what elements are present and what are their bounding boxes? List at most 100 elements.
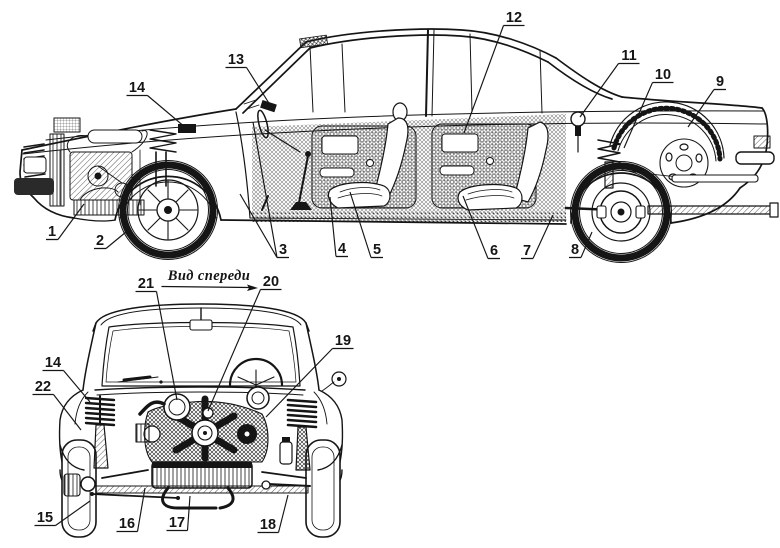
steering-column (264, 129, 301, 153)
callout-number-4: 4 (338, 241, 346, 257)
front-wheel (118, 160, 218, 260)
callout-number-3: 3 (279, 242, 287, 258)
leader-line-16 (136, 487, 146, 532)
leader-line-13 (246, 67, 273, 109)
callout-3: 3 (239, 121, 289, 259)
callout-number-7: 7 (523, 243, 531, 259)
rear-seat-cushion (457, 183, 523, 211)
steering-wheel (228, 357, 284, 387)
front-view-callouts: 14 22 21 20 19 15 16 17 18 (32, 274, 354, 534)
callout-22: 22 (32, 379, 82, 431)
callout-7: 7 (521, 214, 554, 260)
front-roof (82, 303, 320, 391)
leader-line-12 (463, 25, 505, 134)
front-bumper (14, 178, 54, 195)
callout-18: 18 (257, 494, 289, 534)
interior-mirror (189, 319, 213, 331)
leader-line-14 (63, 370, 91, 403)
left-strut (93, 424, 109, 469)
left-brake-drum (63, 473, 81, 497)
mirror-detail-circle (321, 371, 347, 392)
leader-line-22 (53, 394, 82, 431)
front-tire (119, 161, 217, 259)
wiper-blade (122, 375, 152, 382)
callout-number-22: 22 (35, 379, 51, 395)
arrow-icon (247, 284, 258, 291)
distributor (202, 407, 214, 419)
callout-number-17: 17 (169, 515, 185, 531)
rear-seat-back (513, 121, 549, 203)
leader-line-7 (532, 214, 554, 259)
floor-carpet (250, 212, 568, 223)
leader-line-11 (579, 63, 619, 118)
leader-line-15 (55, 500, 91, 526)
leader-line-18 (277, 494, 289, 533)
leader-line-9 (687, 89, 715, 128)
right-lower-arm (261, 471, 307, 479)
pillars-window-frames (299, 29, 543, 117)
windshield (101, 307, 301, 387)
callout-14: 14 (42, 355, 91, 403)
front-view-drawing (58, 284, 347, 538)
title-underline-arrow (161, 284, 258, 291)
front-seat-back (373, 117, 409, 199)
callout-19: 19 (265, 333, 354, 418)
callout-number-20: 20 (263, 274, 279, 290)
leader-line-3 (239, 193, 278, 258)
battery (53, 117, 81, 133)
right-axle (267, 483, 311, 487)
oil-pan (73, 199, 145, 216)
cowl-vent (260, 100, 277, 113)
leader-line-2 (105, 231, 127, 249)
front-view-title: Вид спереди (167, 268, 250, 284)
callout-17: 17 (166, 495, 191, 532)
side-molding (671, 174, 759, 183)
callout-13: 13 (225, 52, 273, 109)
leader-line-3 (252, 121, 278, 258)
leader-line-19 (265, 348, 333, 418)
leader-line-10 (623, 82, 654, 149)
air-cleaner (87, 129, 143, 144)
headlight (23, 156, 47, 174)
leader-line-17 (186, 495, 191, 531)
callout-21: 21 (135, 276, 178, 401)
callout-4: 4 (329, 196, 348, 258)
callout-number-14: 14 (129, 80, 145, 96)
callout-number-16: 16 (119, 516, 135, 532)
callout-number-18: 18 (260, 517, 276, 533)
leader-line-1 (57, 203, 85, 240)
fluid-reservoir (279, 441, 293, 465)
callout-number-12: 12 (506, 10, 522, 26)
leader-line-21 (155, 291, 178, 401)
taillight (753, 135, 771, 149)
callout-15: 15 (34, 500, 91, 527)
callout-number-14: 14 (45, 355, 61, 371)
callout-10: 10 (623, 67, 674, 149)
gear-lever (297, 155, 309, 209)
callout-number-11: 11 (621, 48, 636, 64)
callout-16: 16 (116, 487, 146, 533)
callout-9: 9 (687, 74, 726, 128)
callout-number-10: 10 (655, 67, 671, 83)
right-coil-spring (286, 398, 318, 429)
leader-line-14 (147, 95, 187, 129)
air-cleaner-front (163, 393, 191, 421)
callout-5: 5 (349, 191, 383, 259)
leader-line-20 (207, 289, 262, 412)
callout-number-15: 15 (37, 510, 53, 526)
dash-and-controls (235, 109, 312, 219)
leader-line-5 (349, 191, 372, 258)
callout-14: 14 (126, 80, 187, 129)
radiator (49, 133, 65, 207)
callout-20: 20 (207, 274, 282, 412)
front-coil-spring (149, 129, 177, 153)
steering-wheel-side (257, 109, 269, 139)
callout-number-6: 6 (490, 243, 498, 259)
rear-tire (571, 162, 671, 262)
right-tire (305, 439, 341, 538)
callout-6: 6 (462, 195, 500, 260)
left-lower-arm (101, 469, 149, 479)
callout-number-2: 2 (96, 233, 104, 249)
